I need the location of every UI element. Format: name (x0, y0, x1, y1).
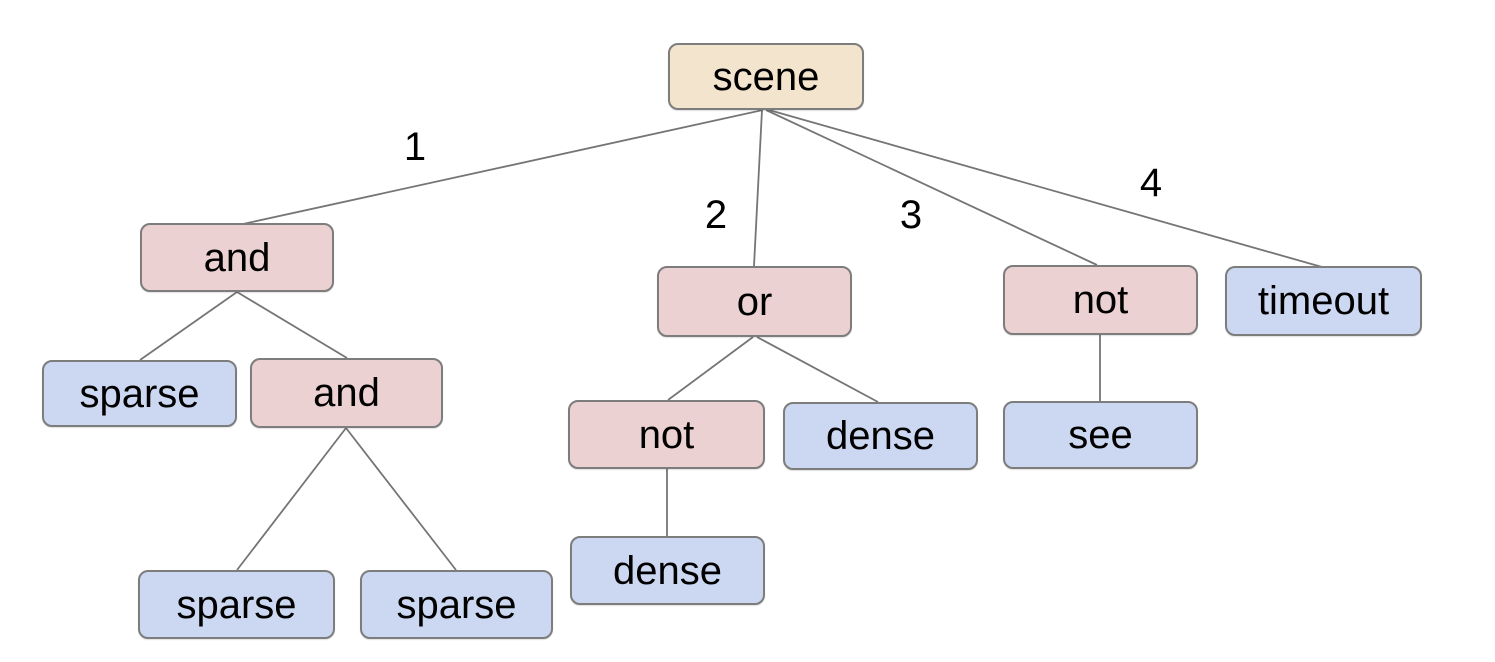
node-see: see (1003, 401, 1198, 469)
edge-scene-not (765, 109, 1098, 266)
edge-label-4: 4 (1139, 161, 1163, 205)
node-not-2: not (568, 400, 765, 469)
edge-label-1: 1 (403, 125, 427, 169)
node-or: or (657, 266, 852, 337)
node-sparse-1: sparse (42, 360, 237, 427)
edge-and2-sparse3 (345, 427, 457, 571)
node-sparse-2: sparse (138, 570, 335, 639)
node-timeout: timeout (1225, 266, 1422, 336)
edge-scene-timeout (768, 109, 1323, 268)
edge-scene-or (753, 109, 763, 267)
edge-label-2: 2 (704, 193, 728, 237)
node-dense-1: dense (783, 402, 978, 470)
edge-and2-sparse2 (236, 427, 347, 571)
node-dense-2: dense (570, 536, 765, 605)
node-and-1: and (140, 223, 334, 292)
edge-scene-and-1 (242, 109, 764, 225)
node-sparse-3: sparse (360, 570, 553, 639)
node-and-2: and (250, 358, 443, 428)
edge-label-3: 3 (899, 193, 923, 237)
edge-and1-and2 (236, 291, 348, 359)
edge-or-not2 (667, 336, 754, 401)
edge-and1-sparse1 (139, 291, 238, 361)
edge-or-dense1 (756, 336, 879, 403)
node-scene: scene (668, 43, 864, 110)
node-not-1: not (1003, 265, 1198, 335)
